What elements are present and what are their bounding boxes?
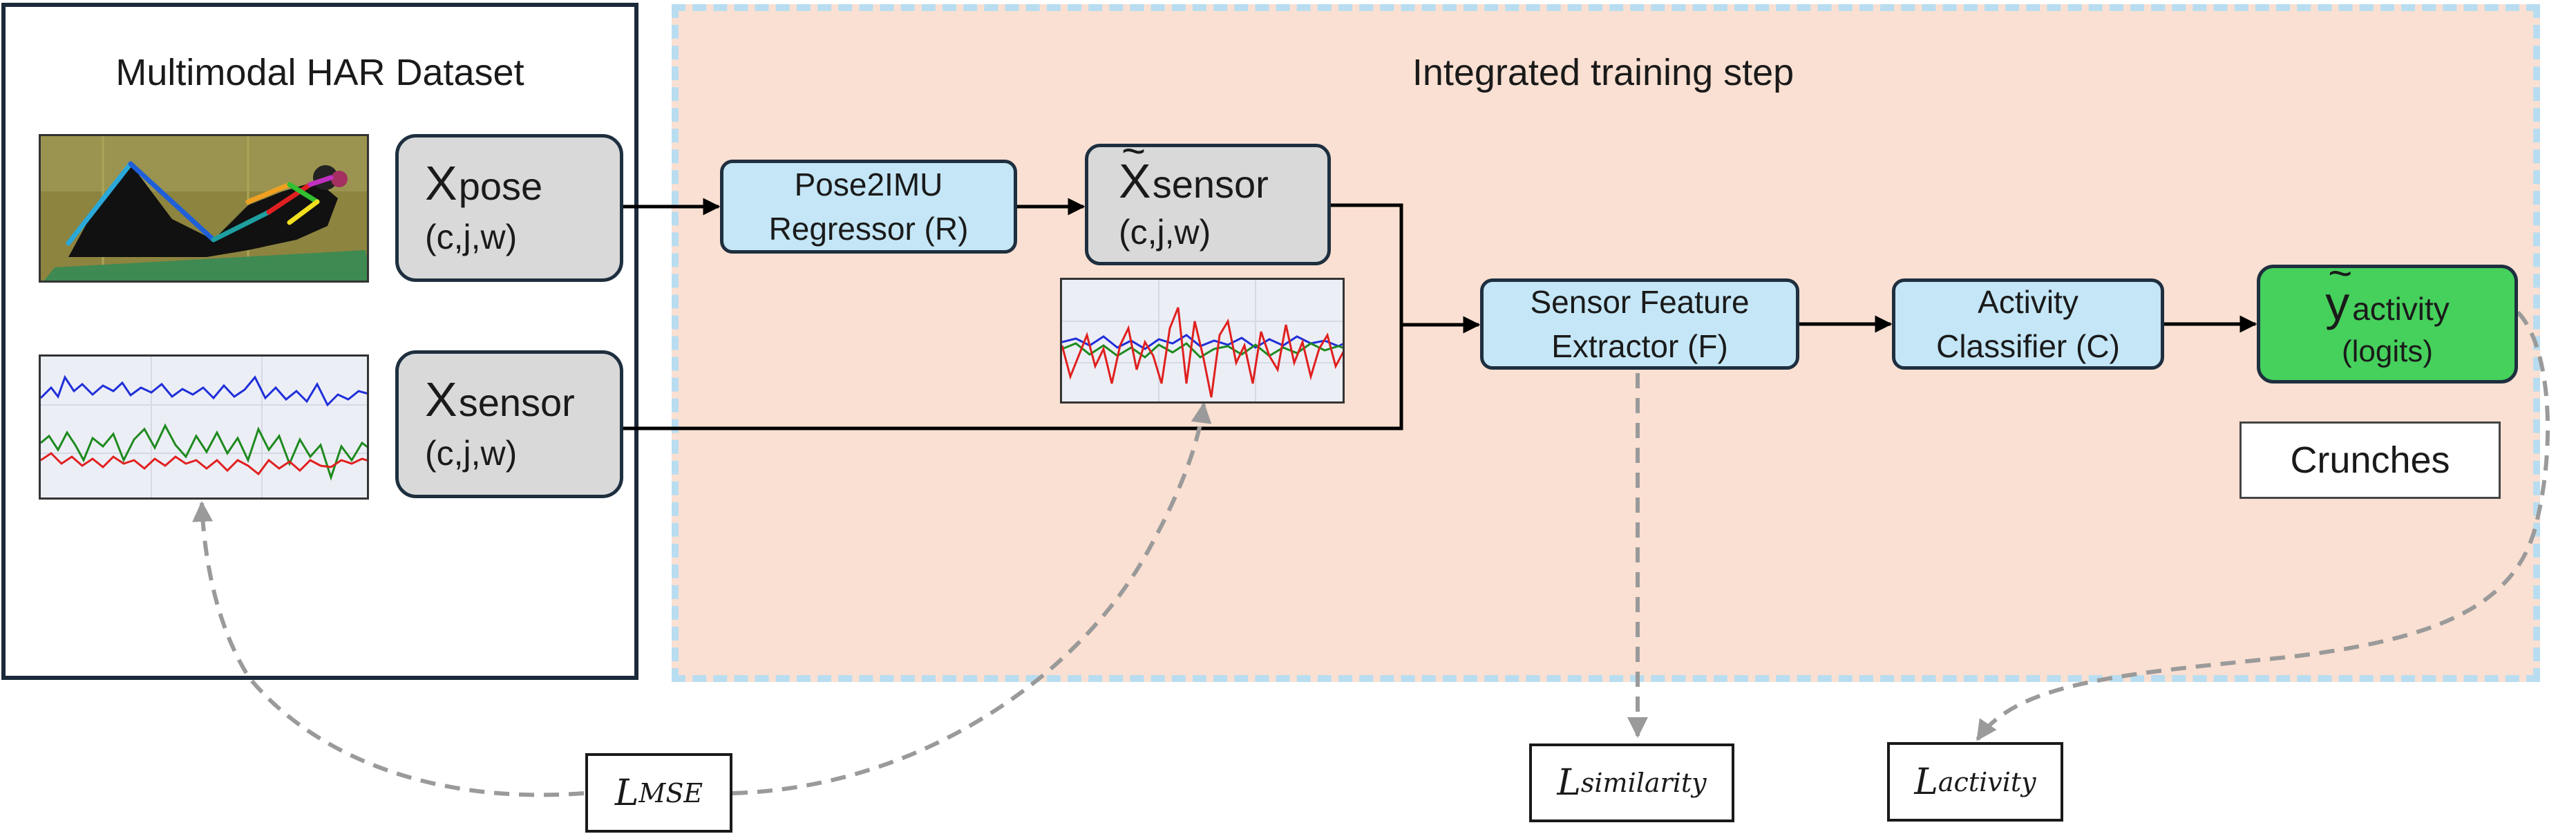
- extractor-label: Sensor Feature Extractor (F): [1530, 283, 1750, 364]
- virtual-sensor-dims: (c,j,w): [1119, 213, 1211, 252]
- virtual-signal-plot: [1060, 278, 1345, 404]
- activity-output-node: y activity (logits): [2257, 253, 2518, 383]
- line-sensor-to-merge: [622, 325, 1403, 430]
- virtual-sensor-symbol: X: [1119, 131, 1151, 205]
- pose2imu-regressor: Pose2IMU Regressor (R): [720, 160, 1017, 254]
- pose-input-subscript: pose: [458, 164, 543, 208]
- dataset-title: Multimodal HAR Dataset: [115, 52, 524, 93]
- output-subscript: activity: [2352, 291, 2450, 327]
- loss-activity-symbol: L: [1914, 761, 1938, 803]
- output-detail: (logits): [2341, 334, 2434, 368]
- output-symbol: y: [2325, 253, 2352, 328]
- sensor-input-dims: (c,j,w): [425, 434, 518, 473]
- pose-input-dims: (c,j,w): [425, 218, 518, 256]
- loss-similarity-symbol: L: [1557, 762, 1581, 804]
- dataset-panel: [1, 3, 638, 680]
- sensor-signal-plot: [39, 354, 369, 500]
- prediction-label: Crunches: [2239, 421, 2501, 499]
- loss-similarity-subscript: similarity: [1580, 768, 1707, 798]
- virtual-sensor-subscript: sensor: [1152, 162, 1269, 206]
- regressor-label: Pose2IMU Regressor (R): [768, 166, 969, 247]
- line-virtual-to-merge: [1329, 203, 1403, 325]
- classifier-label: Activity Classifier (C): [1936, 283, 2120, 364]
- sensor-input-subscript: sensor: [458, 381, 575, 424]
- loss-mse-subscript: MSE: [638, 777, 703, 808]
- pose-input-symbol: X: [425, 156, 457, 210]
- virtual-sensor-node: X sensor (c,j,w): [1085, 131, 1331, 265]
- pose-photo: [39, 134, 369, 283]
- loss-mse-symbol: L: [614, 772, 639, 814]
- loss-activity-subscript: activity: [1938, 766, 2036, 797]
- sensor-input-node: X sensor (c,j,w): [395, 350, 623, 498]
- loss-mse-to-virtual-sensor: [732, 402, 1212, 795]
- loss-mse-to-real-sensor: [192, 501, 585, 797]
- activity-classifier: Activity Classifier (C): [1892, 278, 2164, 370]
- pose-input-node: X pose (c,j,w): [395, 134, 623, 282]
- sensor-feature-extractor: Sensor Feature Extractor (F): [1480, 278, 1799, 370]
- training-title: Integrated training step: [1412, 52, 1794, 93]
- loss-activity-from-output: [1976, 310, 2550, 741]
- sensor-input-symbol: X: [425, 372, 457, 426]
